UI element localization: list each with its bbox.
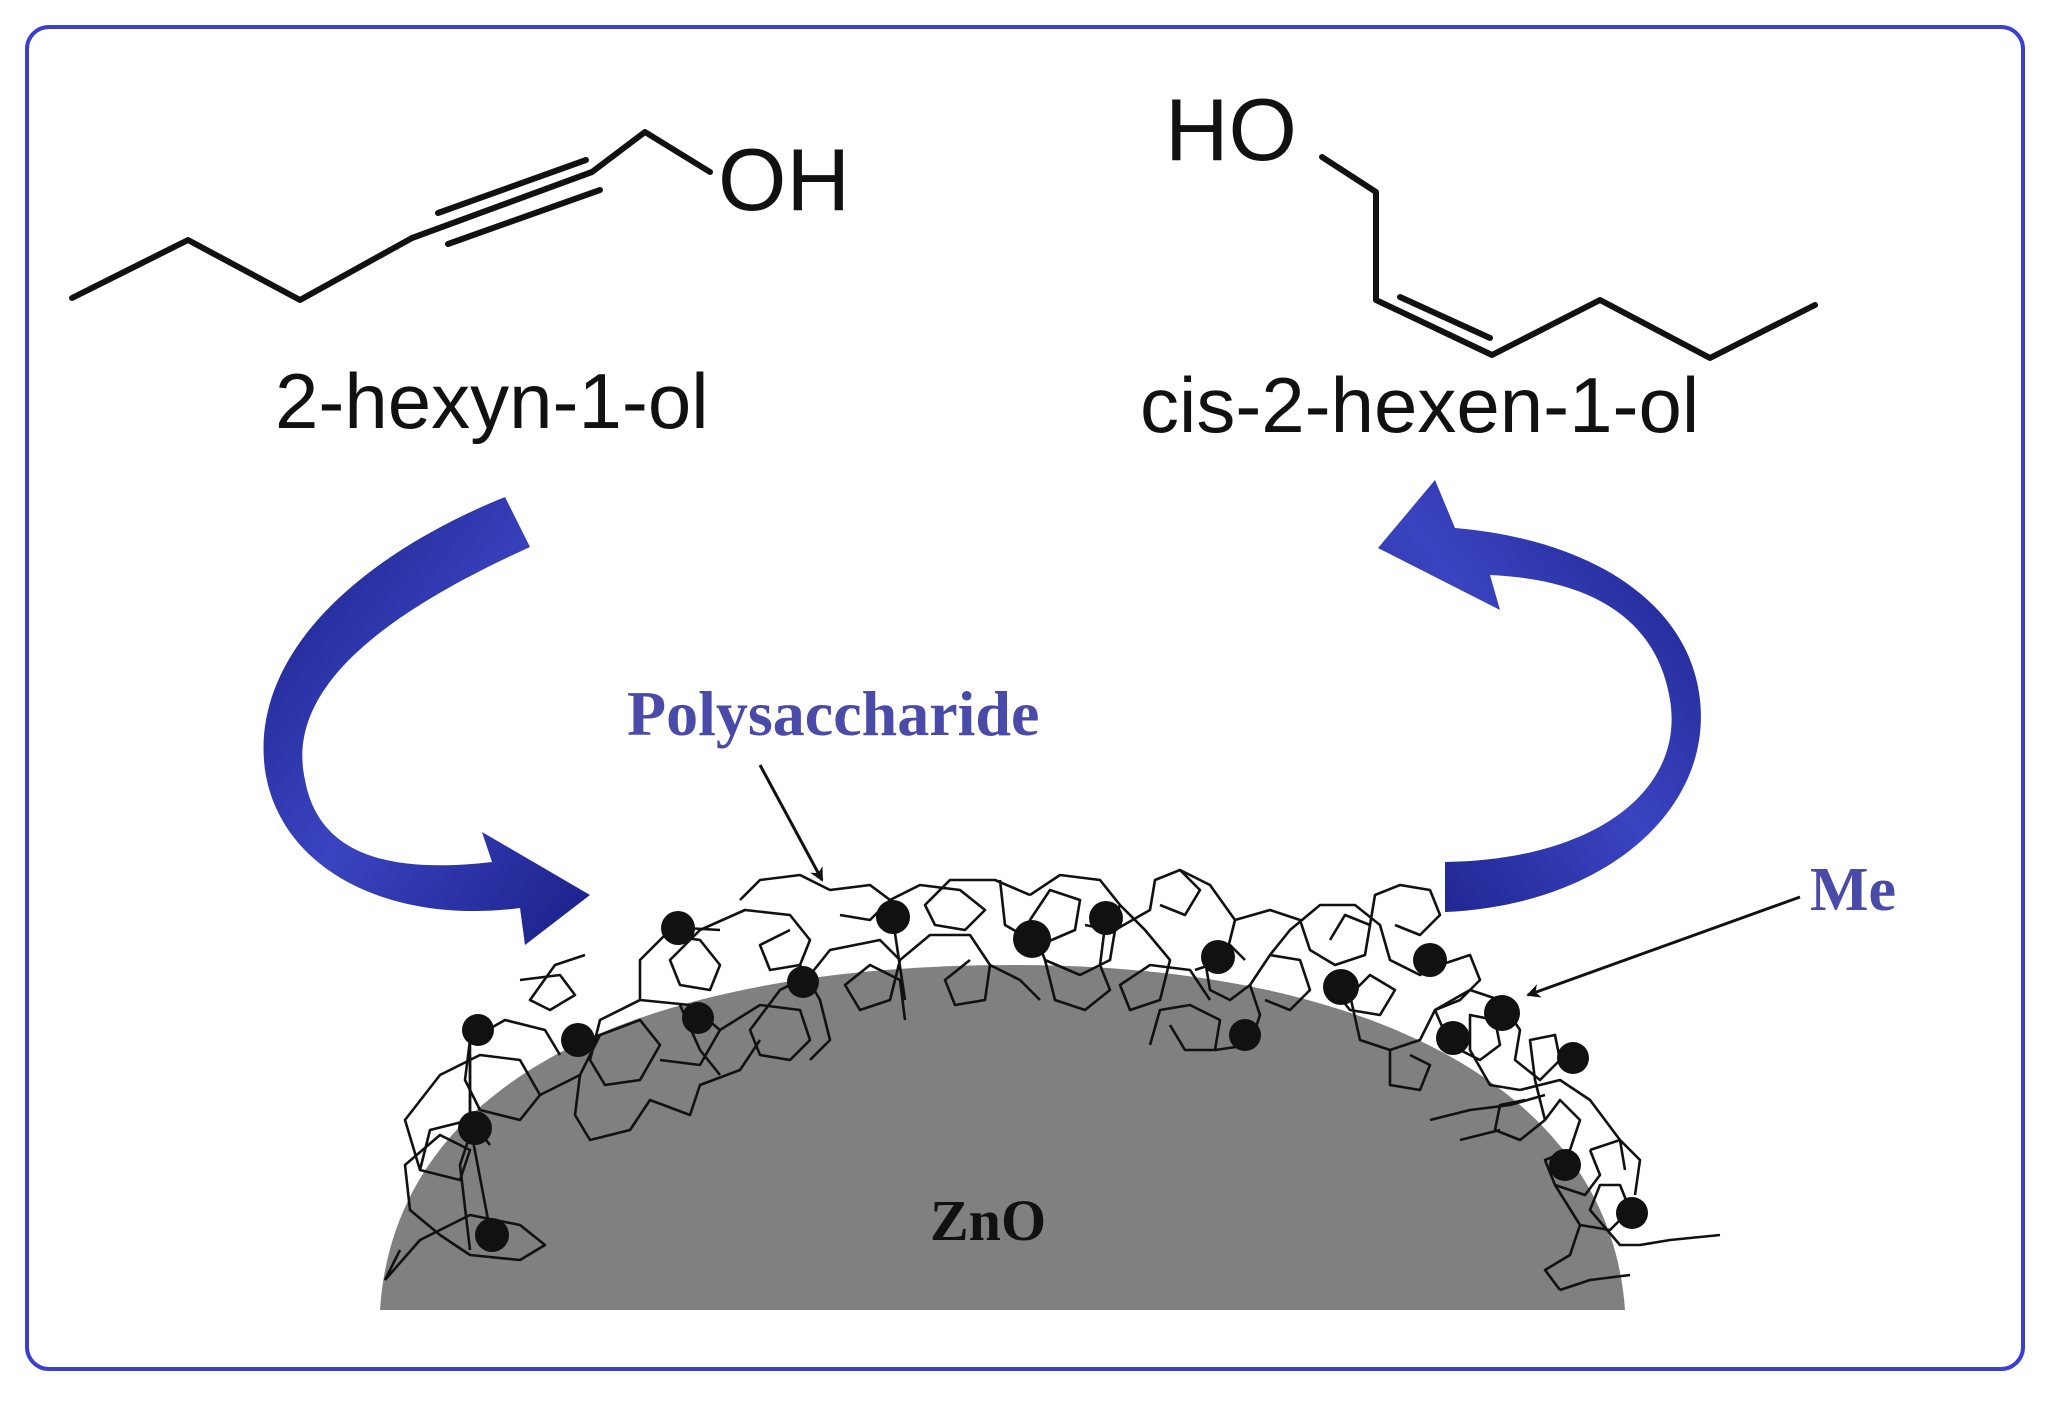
me-dot: [1484, 995, 1520, 1031]
me-dot: [1413, 943, 1447, 977]
me-dot: [682, 1002, 714, 1034]
me-dot: [1436, 1021, 1470, 1055]
me-dot: [1616, 1197, 1648, 1229]
hexynol-name: 2-hexyn-1-ol: [275, 357, 709, 445]
molecule-hexenol-structure: [1319, 154, 1818, 361]
me-dot: [876, 900, 910, 934]
zno-label: ZnO: [930, 1188, 1046, 1253]
me-dots: [458, 900, 1648, 1252]
molecule-hexynol-structure: [69, 129, 713, 303]
curved-arrow-up-icon: [1378, 480, 1701, 912]
polysaccharide-label: Polysaccharide: [627, 678, 1039, 749]
me-dot: [1557, 1042, 1589, 1074]
me-dot: [787, 966, 819, 998]
frame-border: [25, 25, 2025, 1371]
hexenol-name: cis-2-hexen-1-ol: [1140, 361, 1699, 449]
me-dot: [1089, 901, 1123, 935]
hexenol-ho-label: HO: [1165, 80, 1297, 179]
me-label: Me: [1810, 856, 1896, 924]
zno-particle: [380, 965, 1625, 1310]
me-dot: [1323, 969, 1359, 1005]
hexynol-oh-label: OH: [718, 130, 850, 229]
polysaccharide-pointer: [758, 764, 824, 882]
me-dot: [475, 1218, 509, 1252]
me-dot: [1549, 1149, 1581, 1181]
me-pointer: [1526, 895, 1801, 998]
me-dot: [458, 1111, 492, 1145]
curved-arrow-down-icon: [263, 497, 590, 945]
me-dot: [462, 1014, 494, 1046]
me-dot: [1229, 1019, 1261, 1051]
me-dot: [1013, 920, 1051, 958]
me-dot: [661, 911, 695, 945]
me-dot: [561, 1023, 595, 1057]
me-dot: [1201, 940, 1235, 974]
